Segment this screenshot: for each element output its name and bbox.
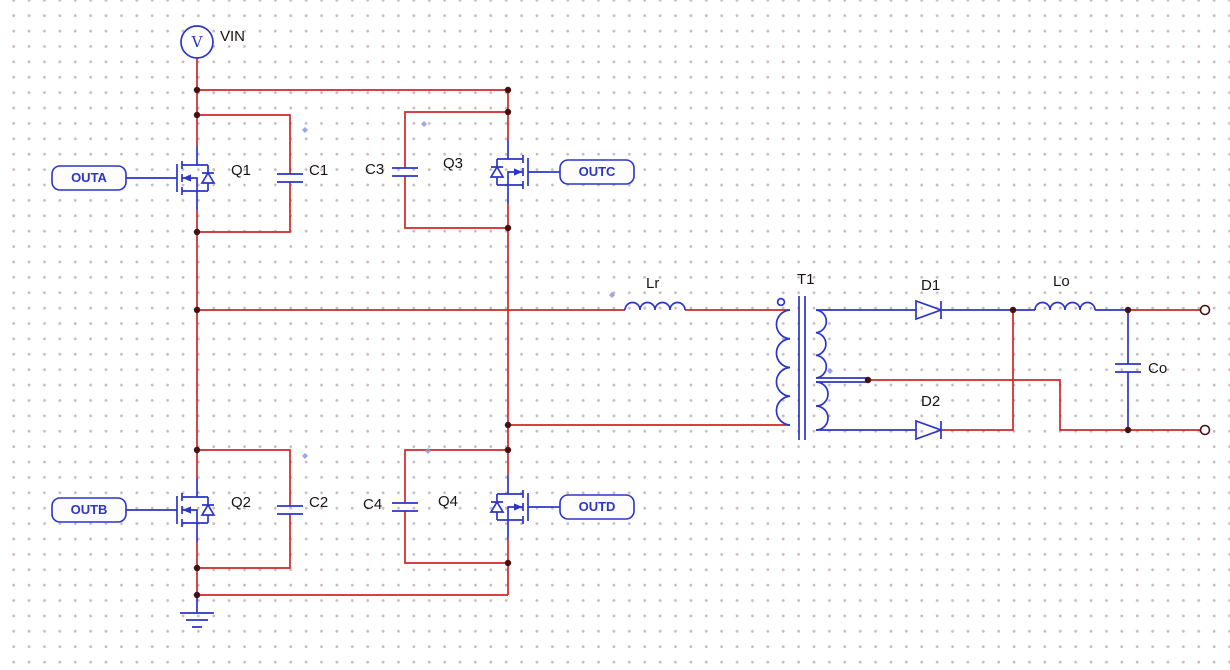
port-outline (559, 494, 635, 520)
vin-source[interactable]: V VIN (180, 25, 245, 59)
junction-dot (504, 559, 512, 567)
q3-label[interactable]: Q3 (443, 155, 463, 172)
voltage-source-icon[interactable] (180, 25, 214, 59)
port-outline (559, 159, 635, 185)
ground-symbol[interactable] (180, 595, 214, 628)
lo-inductor[interactable] (1034, 301, 1096, 311)
wire-phase-a-net[interactable] (196, 182, 790, 506)
q1-mosfet[interactable] (158, 145, 215, 211)
q1-label[interactable]: Q1 (231, 162, 251, 179)
junction-dot (193, 564, 201, 572)
wire-ground-net[interactable] (196, 511, 509, 596)
secondary-winding-bottom (815, 381, 829, 431)
c2-capacitor[interactable] (276, 505, 304, 515)
junction-dot (1009, 306, 1017, 314)
vin-label[interactable]: VIN (220, 28, 245, 45)
port-outd-label: OUTD (579, 499, 616, 514)
junction-dot (193, 591, 201, 599)
d2-diode[interactable] (915, 420, 942, 440)
wire-phase-b-net[interactable] (404, 176, 790, 503)
junction-dot (193, 446, 201, 454)
c1-label[interactable]: C1 (309, 162, 328, 179)
c4-label[interactable]: C4 (363, 496, 382, 513)
editor-marker-icons (302, 121, 833, 459)
port-outa-label: OUTA (71, 170, 107, 185)
marker-icon (425, 448, 431, 454)
port-outline (51, 497, 127, 523)
secondary-winding-top (815, 309, 828, 379)
wire-d2-cathode-up[interactable] (942, 310, 1014, 431)
c3-label[interactable]: C3 (365, 161, 384, 178)
lr-inductor[interactable] (624, 301, 686, 311)
port-outc[interactable]: OUTC (559, 159, 635, 185)
junction-dot (864, 376, 872, 384)
marker-icon (302, 127, 308, 133)
co-label[interactable]: Co (1148, 360, 1167, 377)
t1-transformer[interactable] (775, 296, 829, 440)
q2-label[interactable]: Q2 (231, 494, 251, 511)
c4-capacitor[interactable] (391, 502, 419, 512)
port-outline (51, 165, 127, 191)
junction-dot (504, 108, 512, 116)
marker-icon (827, 368, 833, 374)
port-outb[interactable]: OUTB (51, 497, 127, 523)
port-outb-label: OUTB (71, 502, 108, 517)
junction-dots (193, 86, 1132, 599)
lo-label[interactable]: Lo (1053, 273, 1070, 290)
junction-dot (193, 86, 201, 94)
wire-center-tap-stubs[interactable] (816, 377, 869, 383)
voltage-source-glyph: V (191, 33, 204, 51)
c3-capacitor[interactable] (391, 167, 419, 177)
junction-dot (1124, 426, 1132, 434)
c1-capacitor[interactable] (276, 173, 304, 183)
primary-winding (775, 309, 791, 426)
port-outc-label: OUTC (579, 164, 616, 179)
output-terminal-positive[interactable] (1199, 304, 1211, 316)
d2-label[interactable]: D2 (921, 393, 940, 410)
polarity-dot-icon (776, 297, 786, 307)
junction-dot (504, 421, 512, 429)
junction-dot (193, 228, 201, 236)
port-outd[interactable]: OUTD (559, 494, 635, 520)
c2-label[interactable]: C2 (309, 494, 328, 511)
output-terminal-negative[interactable] (1199, 424, 1211, 436)
junction-dot (193, 306, 201, 314)
marker-icon (421, 121, 427, 127)
lr-label[interactable]: Lr (646, 275, 659, 292)
t1-label[interactable]: T1 (797, 271, 815, 288)
port-outa[interactable]: OUTA (51, 165, 127, 191)
q2-mosfet[interactable] (158, 477, 215, 543)
junction-dot (504, 224, 512, 232)
junction-dot (504, 446, 512, 454)
marker-icon (302, 453, 308, 459)
d1-diode[interactable] (915, 300, 942, 320)
junction-dot (193, 111, 201, 119)
marker-icon (609, 292, 615, 298)
q3-mosfet[interactable] (490, 139, 547, 205)
q4-label[interactable]: Q4 (438, 493, 458, 510)
q4-mosfet[interactable] (490, 474, 547, 540)
junction-dot (1124, 306, 1132, 314)
junction-dot (504, 86, 512, 94)
co-capacitor[interactable] (1114, 363, 1142, 373)
ground-icon (180, 595, 214, 628)
d1-label[interactable]: D1 (921, 277, 940, 294)
